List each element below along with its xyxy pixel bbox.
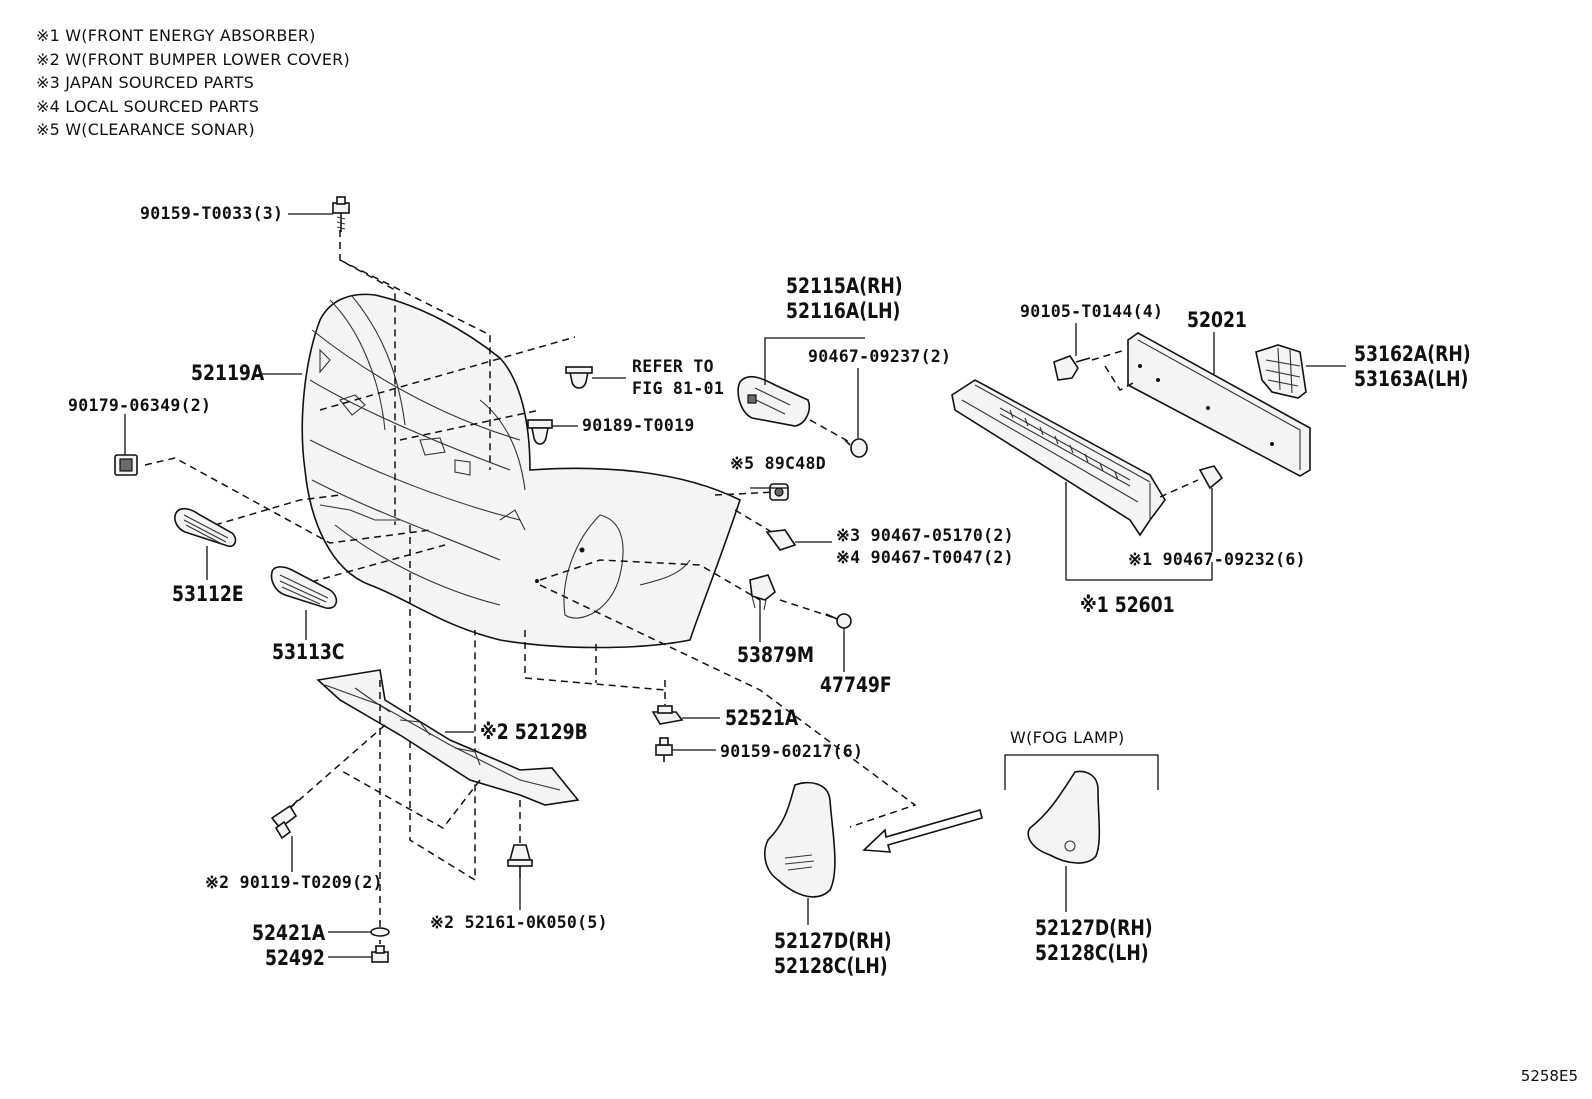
label-47749F: 47749F — [820, 673, 892, 697]
label-52119A: 52119A — [191, 361, 265, 385]
label-90467-05170: ※3 90467-05170(2) — [836, 526, 1014, 545]
bumper-cover-52119A — [301, 293, 741, 649]
clip-refer-fig — [565, 366, 593, 389]
legend-item-3: ※3 JAPAN SOURCED PARTS — [36, 73, 255, 92]
label-52492: 52492 — [265, 946, 325, 970]
label-53879M: 53879M — [737, 643, 815, 667]
label-refer-to: REFER TO — [632, 357, 714, 376]
label-90105-T0144: 90105-T0144(4) — [1020, 302, 1164, 321]
label-90119-T0209: ※2 90119-T0209(2) — [205, 873, 383, 892]
nut-90179-06349 — [114, 454, 138, 476]
screw-47749F — [825, 613, 852, 629]
bolt-90119-T0209 — [270, 799, 299, 840]
leader-lines — [124, 213, 1346, 958]
label-52128C-left: 52128C(LH) — [774, 954, 888, 978]
label-53162A: 53162A(RH) — [1354, 342, 1471, 366]
bolt-90105-T0144 — [1053, 355, 1091, 381]
label-w-fog-lamp: W(FOG LAMP) — [1010, 728, 1125, 747]
label-90159-60217: 90159-60217(6) — [720, 742, 864, 761]
label-52127D-right: 52127D(RH) — [1035, 916, 1153, 940]
bracket-53879M — [749, 574, 776, 611]
label-refer-fig: FIG 81-01 — [632, 379, 725, 398]
label-53113C: 53113C — [272, 640, 345, 664]
label-89C48D: ※5 89C48D — [730, 454, 826, 473]
clip-90467-09237 — [844, 438, 868, 458]
legend-item-4: ※4 LOCAL SOURCED PARTS — [36, 96, 260, 116]
label-52421A: 52421A — [252, 921, 326, 945]
label-90189-T0019: 90189-T0019 — [582, 416, 695, 435]
legend-item-2: ※2 W(FRONT BUMPER LOWER COVER) — [36, 49, 350, 69]
bolt-90159-T0033 — [332, 196, 350, 232]
diagram-code: 5258E5 — [1520, 1067, 1578, 1085]
grille-53112E — [174, 507, 237, 548]
clip-90189-T0019 — [527, 419, 553, 445]
grille-53113C — [270, 566, 338, 609]
legend-item-1: ※1 W(FRONT ENERGY ABSORBER) — [36, 26, 316, 45]
fog-cover-52127D-left — [764, 781, 836, 898]
label-52116A: 52116A(LH) — [786, 299, 901, 323]
label-90467-T0047: ※4 90467-T0047(2) — [836, 548, 1014, 567]
label-52521A: 52521A — [725, 706, 799, 730]
reinforcement-52021 — [1127, 332, 1311, 477]
fog-cover-52127D-right — [1027, 770, 1101, 864]
retainer-52521A — [651, 705, 684, 725]
legend: ※1 W(FRONT ENERGY ABSORBER) ※2 W(FRONT B… — [36, 24, 350, 142]
lower-cover-52129B — [316, 669, 580, 806]
energy-absorber-52601 — [951, 379, 1166, 537]
label-90179-06349: 90179-06349(2) — [68, 396, 212, 415]
label-53112E: 53112E — [172, 582, 244, 606]
label-52601: ※1 52601 — [1080, 593, 1175, 617]
sonar-89C48D — [769, 483, 789, 501]
legend-item-5: ※5 W(CLEARANCE SONAR) — [36, 120, 255, 139]
label-52128C-right: 52128C(LH) — [1035, 941, 1149, 965]
clip-90467-09232 — [1198, 465, 1224, 490]
label-52021: 52021 — [1187, 308, 1247, 332]
label-52129B: ※2 52129B — [480, 720, 588, 744]
label-90159-T0033: 90159-T0033(3) — [140, 204, 284, 223]
label-90467-09237: 90467-09237(2) — [808, 347, 952, 366]
bolt-90159-60217 — [655, 737, 673, 762]
clip-52161-0K050 — [507, 844, 533, 878]
bracket-52115A — [737, 375, 811, 427]
clip-90467-05170 — [765, 529, 797, 551]
label-52161-0K050: ※2 52161-0K050(5) — [430, 913, 608, 932]
label-52127D-left: 52127D(RH) — [774, 929, 892, 953]
label-53163A: 53163A(LH) — [1354, 367, 1469, 391]
washer-52421A — [370, 927, 390, 937]
direction-arrow — [862, 809, 983, 853]
label-52115A: 52115A(RH) — [786, 274, 903, 298]
screw-52492 — [371, 940, 389, 963]
label-90467-09232: ※1 90467-09232(6) — [1128, 550, 1306, 569]
bracket-53162A — [1255, 344, 1307, 399]
